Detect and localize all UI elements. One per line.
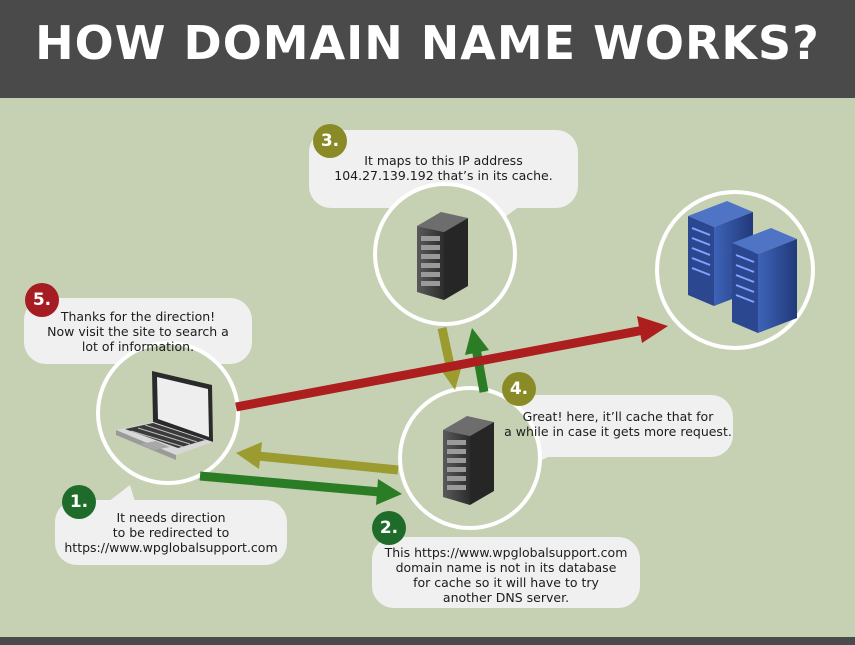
step-2-text: This https://www.wpglobalsupport.com dom… xyxy=(384,545,628,605)
step-4-text: Great! here, it’ll cache that for a whil… xyxy=(504,409,732,439)
server-icon xyxy=(417,212,468,300)
server-rack-icon xyxy=(688,201,797,333)
arrow-olive-to-laptop xyxy=(236,442,399,475)
header-bar: HOW DOMAIN NAME WORKS? xyxy=(0,0,855,98)
step-5-badge: 5. xyxy=(25,283,59,317)
page-title: HOW DOMAIN NAME WORKS? xyxy=(35,16,820,70)
step-5-text: Thanks for the direction! Now visit the … xyxy=(47,309,229,354)
step-4-badge: 4. xyxy=(502,372,536,406)
arrow-red-to-host xyxy=(235,316,668,412)
step-2-badge: 2. xyxy=(372,511,406,545)
step-1-text: It needs direction to be redirected to h… xyxy=(64,510,278,555)
server-icon xyxy=(443,416,494,505)
footer-bar xyxy=(0,637,855,645)
step-3-badge: 3. xyxy=(313,124,347,158)
arrow-green-up xyxy=(465,328,489,393)
step-1-badge: 1. xyxy=(62,485,96,519)
arrow-olive-down xyxy=(437,327,463,390)
arrow-green-to-local-dns xyxy=(199,471,402,505)
laptop-icon xyxy=(116,371,213,460)
bubble-step-2 xyxy=(372,537,640,608)
step-3-text: It maps to this IP address 104.27.139.19… xyxy=(334,153,553,183)
bubble-step-1 xyxy=(55,485,287,565)
